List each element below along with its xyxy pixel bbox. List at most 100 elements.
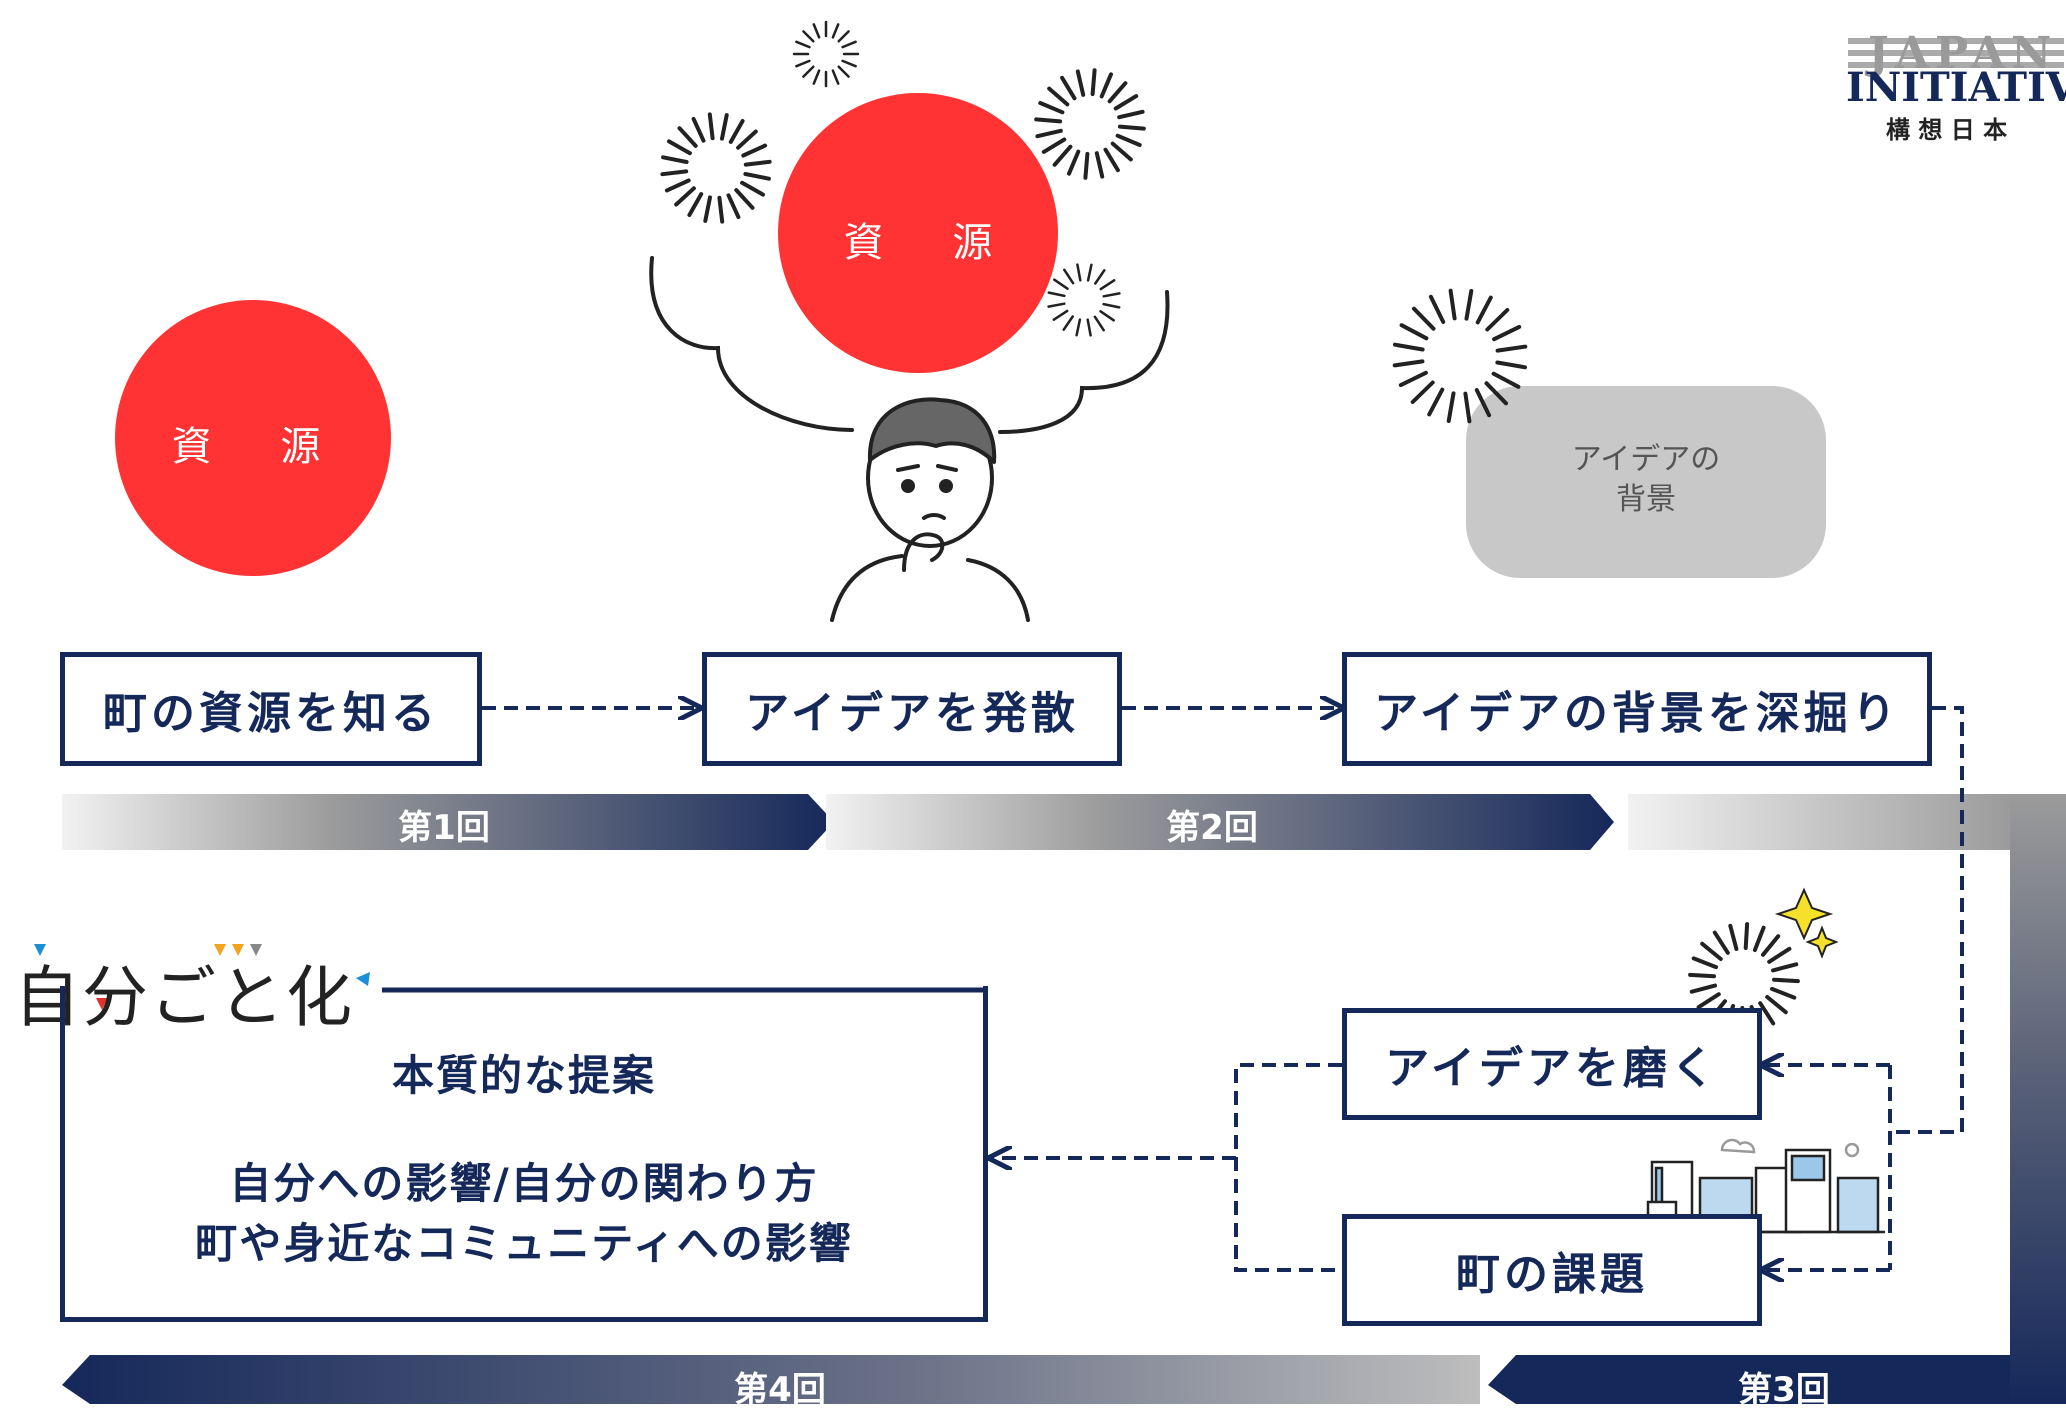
burst-ray <box>795 40 811 49</box>
burst-ray <box>812 69 821 85</box>
burst-ray <box>1691 956 1718 970</box>
burst-ray <box>802 65 815 78</box>
step-diverge-ideas: アイデアを発散 <box>702 652 1122 766</box>
burst-ray <box>1047 291 1066 298</box>
burst-ray <box>1099 72 1113 99</box>
logo-kanji: 構 想 日 本 <box>1886 116 2008 144</box>
burst-ray <box>1086 318 1092 337</box>
resource-circle-left <box>115 300 391 576</box>
burst-ray <box>1107 81 1128 104</box>
burst-ray <box>1464 289 1474 321</box>
burst-ray <box>1398 370 1428 388</box>
phase-band-1 <box>62 794 834 850</box>
burst-icon <box>792 20 860 88</box>
burst-ray <box>743 172 771 181</box>
burst-ray <box>660 169 689 177</box>
burst-ray <box>1399 323 1429 341</box>
burst-ray <box>1053 278 1069 290</box>
burst-ray <box>1492 324 1522 342</box>
jibungoto-line-community: 町や身近なコミュニティへの影響 <box>195 1219 853 1268</box>
burst-icon <box>1047 263 1121 337</box>
burst-ray <box>1485 308 1510 332</box>
burst-ray <box>1075 318 1082 337</box>
burst-ray <box>1761 934 1781 957</box>
burst-ray <box>1062 315 1074 331</box>
burst-ray <box>1075 69 1086 97</box>
burst-ray <box>674 186 696 207</box>
burst-ray <box>1771 962 1799 973</box>
burst-ray <box>1041 137 1067 154</box>
logo-initiative: INITIATIVE <box>1846 64 2066 111</box>
burst-ray <box>1475 295 1493 325</box>
burst-ray <box>1060 75 1077 101</box>
burst-ray <box>1728 923 1739 951</box>
step-polish-ideas: アイデアを磨く <box>1342 1008 1762 1120</box>
burst-ray <box>837 30 850 43</box>
idea-background-box <box>1466 386 1826 578</box>
phase-label-3: 第3回 <box>1738 1370 1830 1410</box>
burst-ray <box>736 129 758 150</box>
burst-ray <box>841 40 857 49</box>
connector-step3-down <box>1890 706 1964 1134</box>
burst-ray <box>1495 360 1527 370</box>
burst-ray <box>1099 279 1116 291</box>
burst-ray <box>667 139 692 156</box>
burst-ray <box>1743 922 1750 950</box>
burst-ray <box>1102 292 1121 298</box>
burst-ray <box>1688 972 1716 979</box>
burst-ray <box>741 143 768 158</box>
burst-ray <box>691 116 706 143</box>
jibungoto-line-self: 自分への影響/自分の関わり方 <box>229 1159 819 1208</box>
burst-ray <box>1047 86 1070 107</box>
burst-ray <box>1758 1001 1776 1026</box>
burst-ray <box>831 69 840 85</box>
logo-japan: JAPAN <box>1868 28 2058 79</box>
step-dig-background: アイデアの背景を深掘り <box>1342 652 1932 766</box>
burst-ray <box>1117 109 1145 120</box>
burst-ray <box>1712 930 1730 955</box>
resource-circle-center <box>778 93 1058 373</box>
burst-ray <box>687 192 704 217</box>
burst-ray <box>1103 147 1120 173</box>
sparkle-icon <box>1774 887 1839 959</box>
burst-ray <box>1700 941 1723 961</box>
jibungoto-line-proposal: 本質的な提案 <box>391 1051 656 1100</box>
phase-label-1: 第1回 <box>398 808 490 848</box>
burst-ray <box>1093 315 1105 332</box>
burst-ray <box>1412 306 1436 331</box>
burst-ray <box>1770 986 1797 1000</box>
burst-ray <box>740 180 765 197</box>
burst-ray <box>1099 310 1115 322</box>
resource-circle-left-label: 資 源 <box>171 424 349 470</box>
idea-background-label-1: アイデアの <box>1571 442 1721 477</box>
burst-icon <box>1034 68 1146 180</box>
burst-ray <box>837 65 850 78</box>
thought-cloud-outline-right <box>998 290 1170 434</box>
burst-ray <box>1063 268 1075 285</box>
burst-ray <box>1696 992 1721 1010</box>
burst-ray <box>1427 387 1445 417</box>
burst-ray <box>1446 391 1456 423</box>
burst-icons <box>660 20 1800 1034</box>
burst-ray <box>1767 946 1792 964</box>
burst-icon <box>1392 288 1528 424</box>
burst-ray <box>734 188 755 210</box>
burst-ray <box>1035 128 1063 139</box>
burst-ray <box>812 23 821 39</box>
burst-ray <box>1113 94 1139 111</box>
burst-ray <box>1052 309 1069 321</box>
burst-ray <box>1034 117 1063 124</box>
phase-band-4 <box>62 1355 1480 1404</box>
burst-ray <box>726 193 741 220</box>
burst-ray <box>802 30 815 43</box>
burst-ray <box>1094 269 1106 285</box>
burst-ray <box>795 59 811 68</box>
burst-ray <box>1410 380 1435 404</box>
burst-ray <box>1090 68 1097 97</box>
burst-ray <box>1110 141 1133 162</box>
burst-ray <box>1086 263 1093 282</box>
burst-ray <box>720 113 729 141</box>
burst-ray <box>661 155 689 164</box>
jibungoto-box <box>60 986 988 1322</box>
